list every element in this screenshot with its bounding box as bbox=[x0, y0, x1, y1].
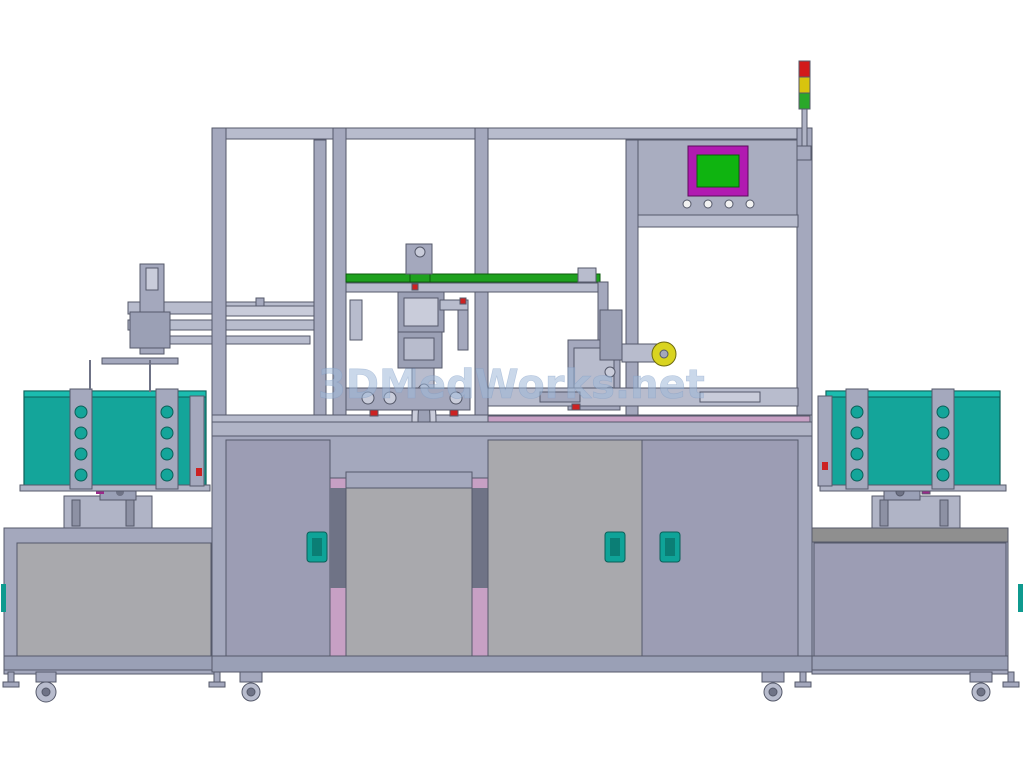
left-transfer-arm bbox=[89, 263, 325, 392]
control-panel bbox=[637, 139, 798, 216]
panel-button-3[interactable] bbox=[724, 199, 734, 209]
right-feeder-stand bbox=[871, 485, 961, 529]
left-base-cabinet bbox=[1, 527, 217, 675]
right-base-cabinet bbox=[811, 527, 1023, 675]
left-feeder-bin bbox=[19, 388, 211, 492]
main-cabinet bbox=[211, 435, 813, 673]
adjustable-foot-icon bbox=[2, 671, 1020, 688]
right-label-unit bbox=[487, 309, 799, 411]
watermark-text: 3DMedWorks.net bbox=[318, 362, 705, 408]
caster-wheel-icon bbox=[35, 671, 993, 703]
tower-light-icon bbox=[796, 60, 812, 161]
left-feeder-stand bbox=[63, 485, 153, 529]
right-feeder-bin bbox=[817, 388, 1007, 492]
door-handle-icon bbox=[306, 531, 681, 563]
cabinet-door-center[interactable] bbox=[345, 487, 473, 657]
panel-button-4[interactable] bbox=[745, 199, 755, 209]
panel-button-1[interactable] bbox=[682, 199, 692, 209]
panel-button-2[interactable] bbox=[703, 199, 713, 209]
